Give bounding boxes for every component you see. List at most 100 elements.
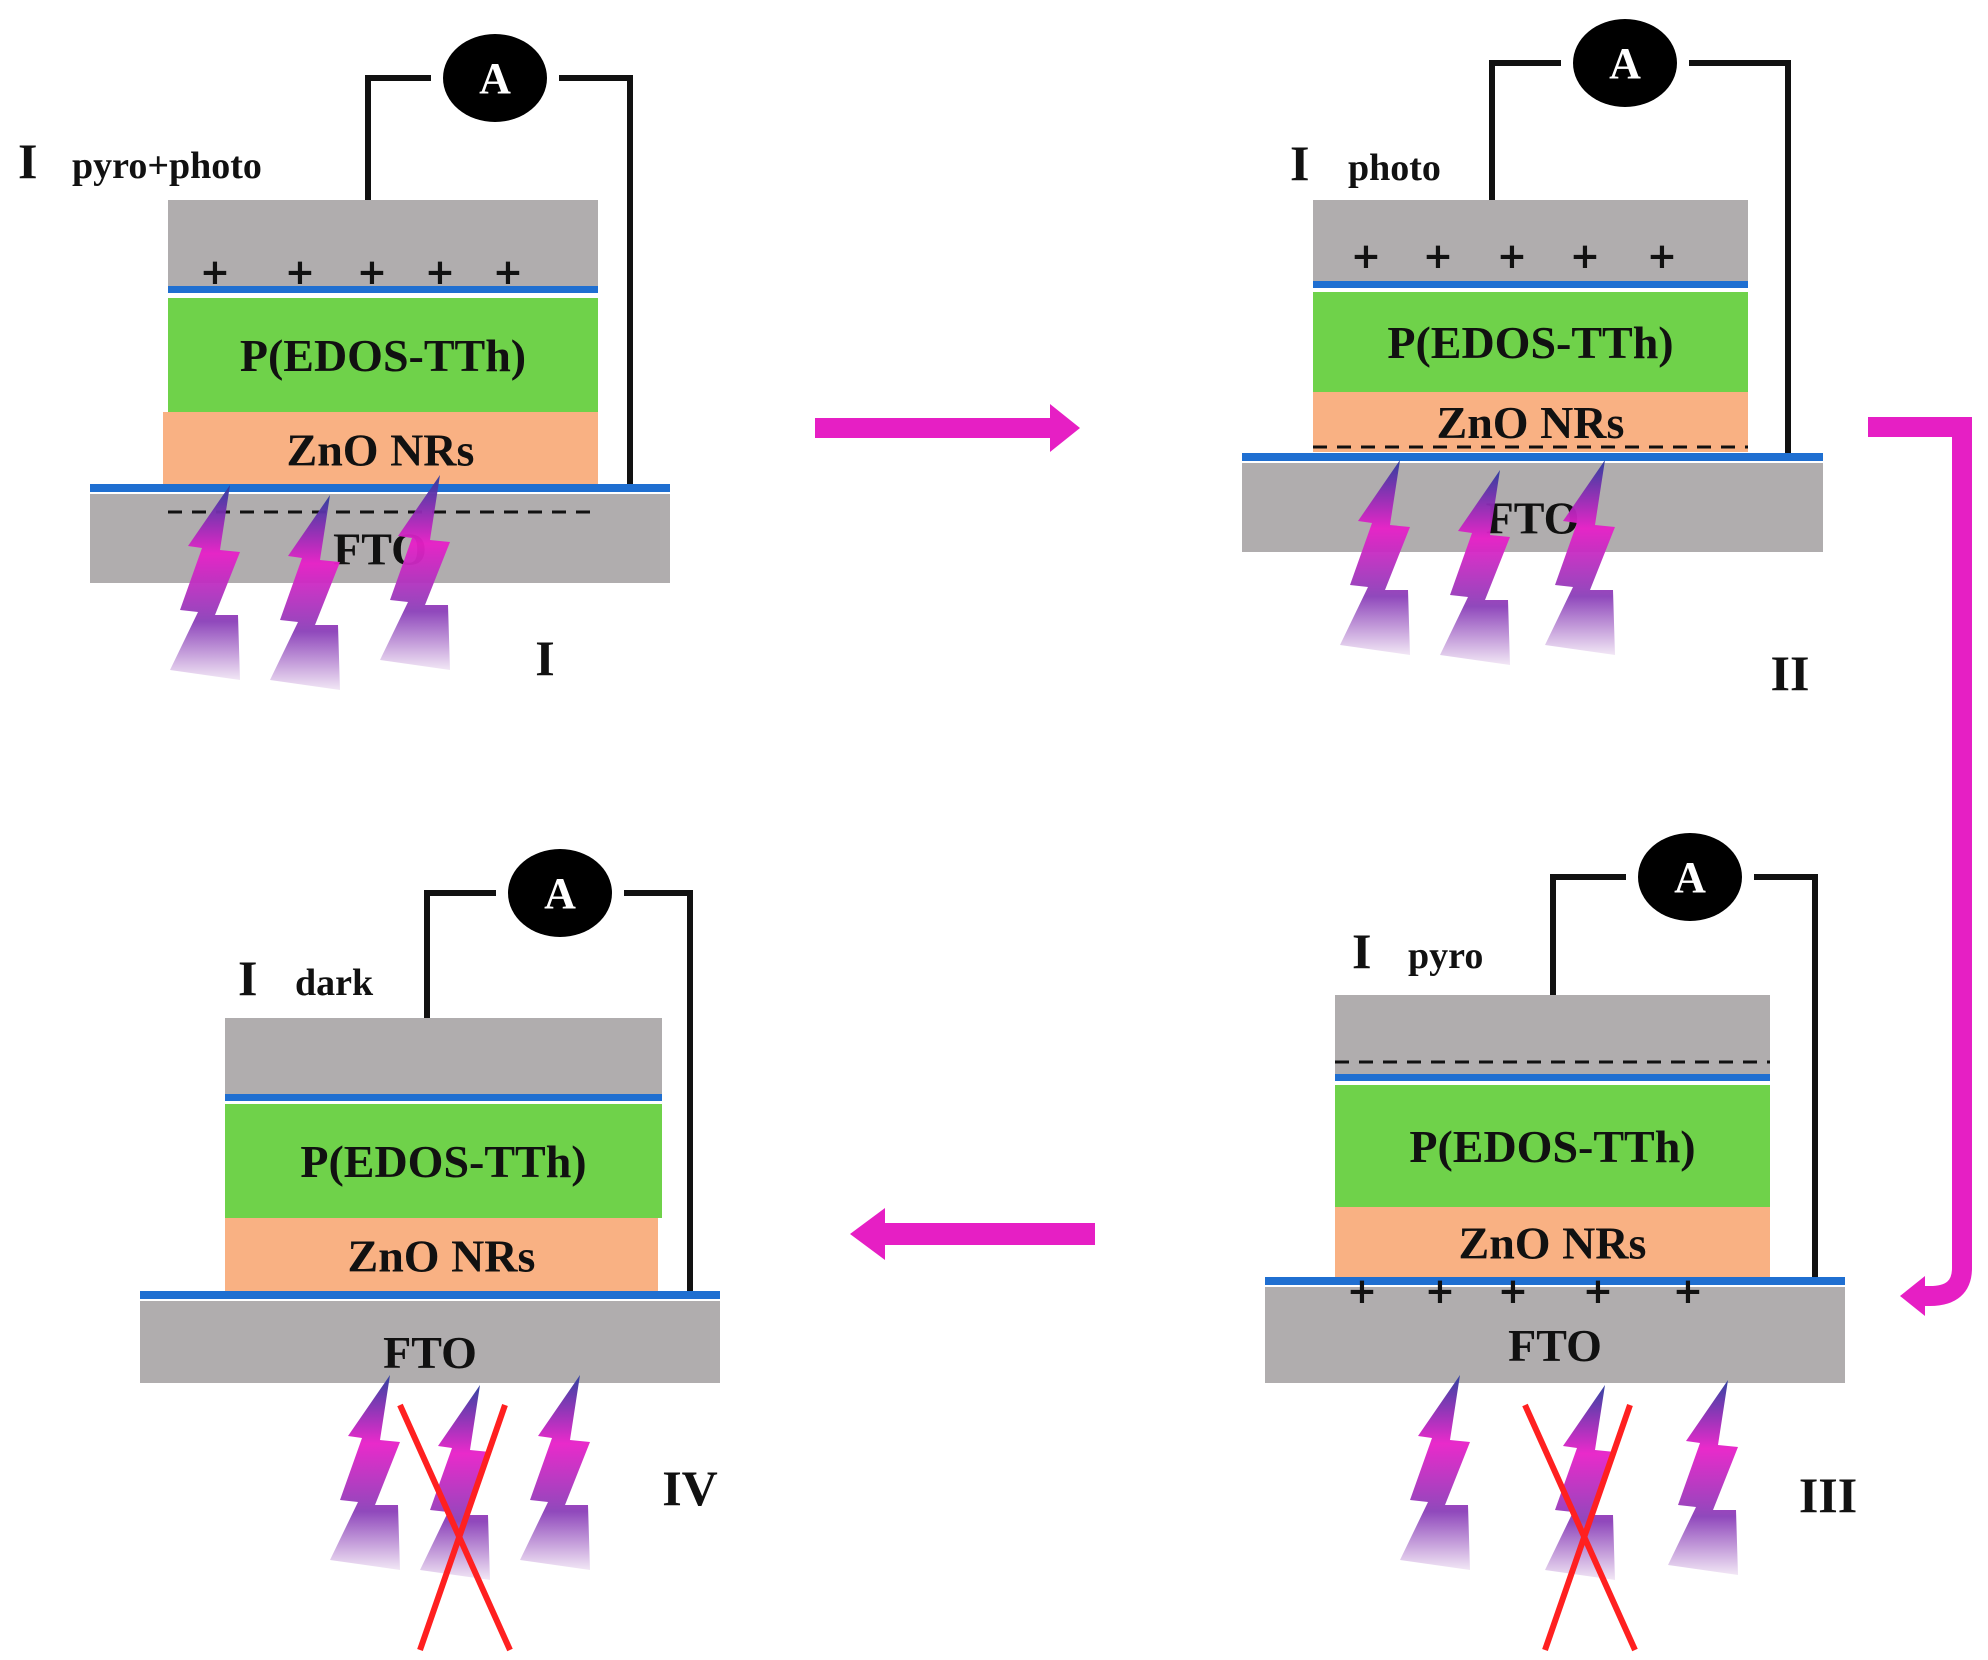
- charge-sign: +: [285, 252, 315, 293]
- charge-sign: +: [1423, 236, 1453, 277]
- stage-label: IV: [662, 1460, 718, 1516]
- wire-left: [1489, 60, 1561, 200]
- charge-sign: +: [1647, 236, 1677, 277]
- top-electrode: [1313, 200, 1748, 282]
- polymer-label: P(EDOS-TTh): [1409, 1121, 1695, 1172]
- zno-label: ZnO NRs: [287, 425, 475, 476]
- current-symbol: I: [238, 950, 257, 1006]
- charge-sign: +: [1351, 236, 1381, 277]
- interface-top: [168, 286, 598, 293]
- light-bolt-icon: [170, 485, 240, 680]
- arrow-I-to-II: [815, 404, 1080, 452]
- interface-bottom: [1242, 453, 1823, 461]
- ammeter-label: A: [479, 54, 511, 103]
- ammeter-icon: [508, 849, 612, 937]
- charge-sign: +: [1673, 1271, 1703, 1312]
- light-bolt-icon: [520, 1375, 590, 1570]
- light-off-cross-icon: [1522, 1403, 1638, 1652]
- interface-bottom: [140, 1291, 720, 1299]
- wire-right: [624, 890, 693, 1295]
- top-electrode: [168, 200, 598, 288]
- stage-label: I: [535, 630, 554, 686]
- zno-label: ZnO NRs: [348, 1231, 536, 1282]
- current-symbol: I: [1290, 135, 1309, 191]
- stage-label: II: [1771, 645, 1810, 701]
- charge-sign: +: [425, 252, 455, 293]
- stage-label: III: [1799, 1467, 1857, 1523]
- polymer-label: P(EDOS-TTh): [240, 330, 526, 381]
- light-bolt-icon: [380, 475, 450, 670]
- polymer-layer: [1335, 1085, 1770, 1207]
- light-bolt-icon: [1545, 1385, 1615, 1580]
- wire-right: [1754, 874, 1818, 1281]
- fto-layer: [1242, 463, 1823, 552]
- light-bolt-icon: [270, 495, 340, 690]
- interface-top: [1313, 281, 1748, 288]
- current-subscript: pyro+photo: [72, 145, 262, 187]
- light-bolt-icon: [420, 1385, 490, 1580]
- current-subscript: dark: [295, 962, 374, 1004]
- light-bolt-icon: [1668, 1380, 1738, 1575]
- ammeter-icon: [1573, 19, 1677, 107]
- current-symbol: I: [1352, 923, 1371, 979]
- charge-sign: +: [1583, 1271, 1613, 1312]
- arrow-II-to-III: [1868, 417, 1972, 1316]
- fto-label: FTO: [1508, 1320, 1602, 1371]
- current-symbol: I: [18, 133, 37, 189]
- wire-left: [424, 890, 496, 1018]
- fto-layer: [90, 494, 670, 583]
- charge-sign: +: [1497, 236, 1527, 277]
- light-bolt-icon: [1400, 1375, 1470, 1570]
- fto-label: FTO: [383, 1327, 477, 1378]
- light-bolt-icon: [1545, 460, 1615, 655]
- zno-layer: [163, 412, 598, 487]
- charge-sign: +: [1347, 1271, 1377, 1312]
- current-subscript: pyro: [1408, 935, 1483, 977]
- zno-layer: [1335, 1207, 1770, 1278]
- ammeter-label: A: [544, 869, 576, 918]
- top-electrode: [225, 1018, 662, 1096]
- wire-left: [365, 75, 431, 200]
- zno-label: ZnO NRs: [1459, 1218, 1647, 1269]
- light-off-cross-icon: [417, 1404, 508, 1651]
- light-off-cross-icon: [397, 1403, 513, 1652]
- charge-sign: +: [357, 252, 387, 293]
- charge-sign: +: [1425, 1271, 1455, 1312]
- zno-layer: [1313, 392, 1748, 452]
- fto-label: FTO: [1486, 493, 1580, 544]
- fto-layer: [1265, 1287, 1845, 1383]
- ammeter-label: A: [1609, 39, 1641, 88]
- polymer-layer: [168, 298, 598, 412]
- light-off-cross-icon: [1542, 1404, 1633, 1651]
- light-bolt-icon: [1440, 470, 1510, 665]
- polymer-layer: [1313, 292, 1748, 392]
- ammeter-label: A: [1674, 853, 1706, 902]
- fto-layer: [140, 1301, 720, 1383]
- charge-sign: +: [1570, 236, 1600, 277]
- charge-sign: +: [1498, 1271, 1528, 1312]
- wire-left: [1550, 874, 1626, 995]
- wire-right: [1689, 60, 1791, 457]
- polymer-label: P(EDOS-TTh): [1387, 317, 1673, 368]
- zno-layer: [225, 1218, 658, 1293]
- polymer-layer: [225, 1104, 662, 1218]
- current-subscript: photo: [1348, 147, 1441, 189]
- zno-label: ZnO NRs: [1437, 397, 1625, 448]
- interface-bottom: [90, 484, 670, 492]
- charge-sign: +: [200, 252, 230, 293]
- wire-right: [559, 75, 633, 488]
- polymer-label: P(EDOS-TTh): [300, 1136, 586, 1187]
- charge-sign: +: [493, 252, 523, 293]
- ammeter-icon: [443, 34, 547, 122]
- interface-top: [1335, 1074, 1770, 1081]
- arrow-III-to-IV: [850, 1208, 1095, 1260]
- light-bolt-icon: [330, 1375, 400, 1570]
- interface-bottom: [1265, 1277, 1845, 1285]
- ammeter-icon: [1638, 833, 1742, 921]
- interface-top: [225, 1094, 662, 1101]
